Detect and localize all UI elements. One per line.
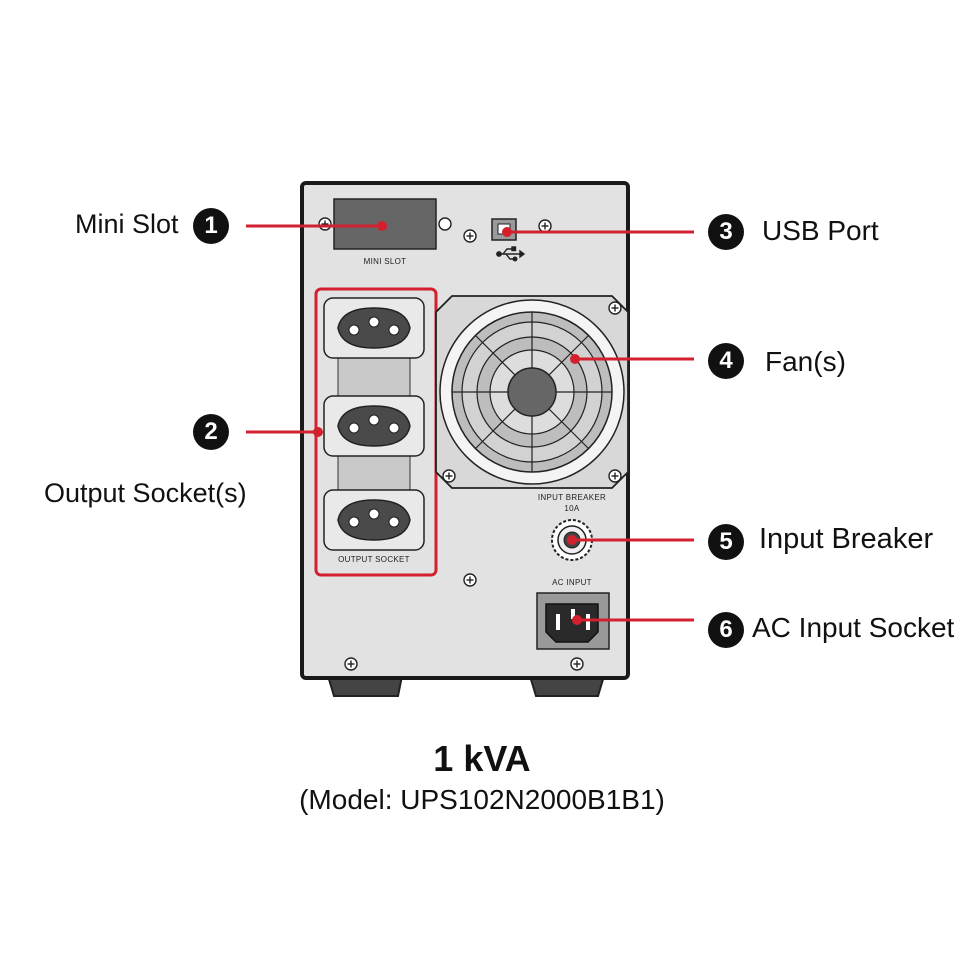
callout-number-3: 3	[708, 214, 744, 250]
callout-number-5: 5	[708, 524, 744, 560]
capacity-title: 1 kVA	[433, 738, 531, 779]
callout-label-input-breaker: Input Breaker	[759, 523, 934, 555]
output-socket-3[interactable]	[323, 489, 425, 551]
callout-label-ac-input-socket: AC Input Socket	[752, 612, 955, 643]
screw-icon	[318, 217, 332, 231]
callout-lines	[246, 224, 694, 622]
ac-input-socket[interactable]	[536, 592, 610, 650]
mini-slot-label: MINI SLOT	[363, 257, 407, 266]
screw-icon	[344, 657, 358, 671]
callout-number-2: 2	[193, 414, 229, 450]
callout-label-output-sockets: Output Socket(s)	[44, 478, 247, 508]
usb-icon	[496, 246, 526, 262]
screw-icon	[570, 657, 584, 671]
screw-icon	[463, 573, 477, 587]
output-socket-1[interactable]	[323, 297, 425, 359]
output-socket-label: OUTPUT SOCKET	[338, 555, 410, 564]
screw-icon	[438, 217, 452, 231]
breaker-rating-label: 10A	[564, 504, 580, 513]
callout-number-4: 4	[708, 343, 744, 379]
callout-label-fans: Fan(s)	[765, 346, 846, 377]
callout-dots	[313, 221, 582, 625]
screw-icon	[538, 219, 552, 233]
ac-input-label: AC INPUT	[552, 578, 592, 587]
screw-icon	[463, 229, 477, 243]
callout-label-usb-port: USB Port	[762, 215, 879, 246]
fan-icon[interactable]	[435, 295, 629, 489]
input-breaker-label: INPUT BREAKER	[537, 493, 607, 502]
callout-number-1: 1	[193, 208, 229, 244]
model-caption: (Model: UPS102N2000B1B1)	[299, 784, 665, 815]
callout-number-6: 6	[708, 612, 744, 648]
callout-label-mini-slot: Mini Slot	[75, 209, 179, 239]
output-socket-2[interactable]	[323, 395, 425, 457]
